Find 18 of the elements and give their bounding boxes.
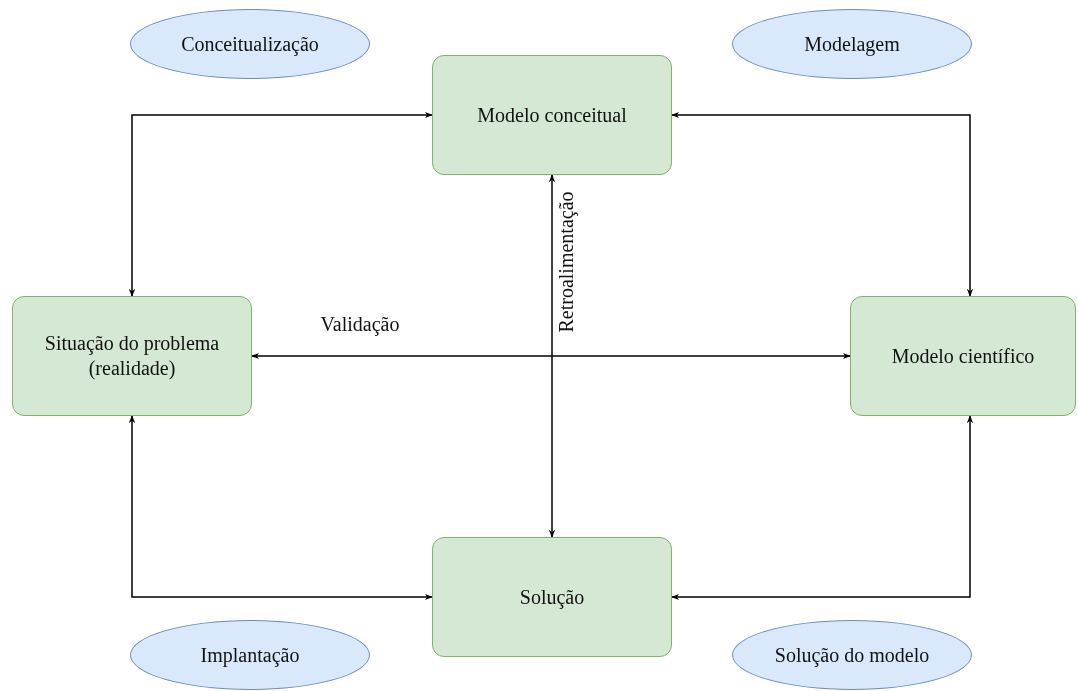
node-label: Situação do problema (realidade) — [43, 331, 221, 381]
connector-arrow — [671, 415, 974, 601]
node-label: Solução do modelo — [774, 642, 930, 668]
node-label: Conceitualização — [181, 31, 319, 57]
node-label: Modelo conceitual — [477, 102, 627, 128]
connector-arrow — [251, 352, 851, 360]
connector-arrow — [671, 111, 974, 297]
process-box — [432, 537, 672, 657]
process-box — [432, 55, 672, 175]
node-label: Modelagem — [804, 31, 900, 57]
connector-arrow — [548, 174, 556, 538]
process-box — [12, 296, 252, 416]
connector-arrow — [128, 111, 433, 297]
node-label: Modelo científico — [891, 343, 1035, 369]
node-label: Implantação — [200, 642, 300, 668]
connector-arrow — [128, 415, 433, 601]
node-label: Solução — [519, 584, 585, 610]
process-box — [850, 296, 1076, 416]
